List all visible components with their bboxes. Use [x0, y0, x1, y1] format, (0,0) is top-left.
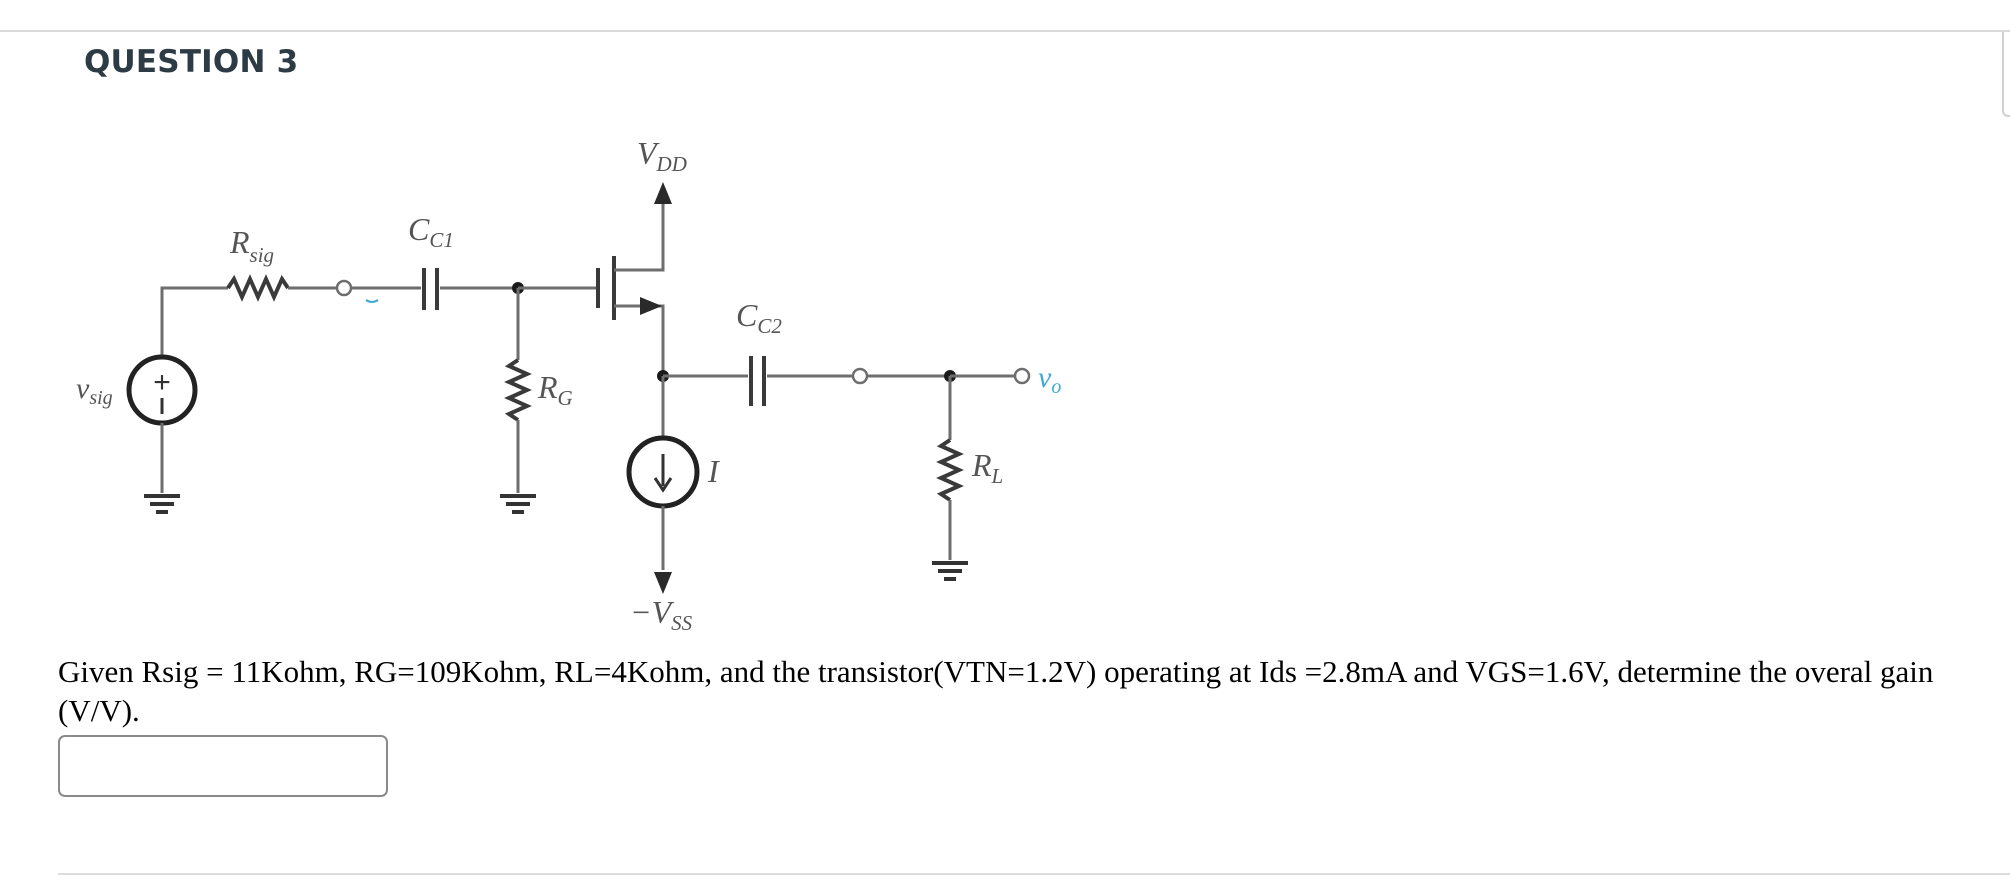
- rl-label: RL: [971, 447, 1003, 488]
- rsig-label: Rsig: [229, 224, 274, 267]
- top-divider: [0, 30, 2010, 32]
- cc1-label: CC1: [408, 211, 454, 252]
- source-arrow-icon: [640, 297, 662, 315]
- nmos-transistor-icon: [596, 182, 672, 376]
- answer-input[interactable]: [58, 735, 388, 797]
- output-terminal-icon: [851, 367, 869, 385]
- current-label: I: [707, 453, 720, 489]
- ground-icon: [144, 494, 180, 514]
- vo-terminal-icon: [1013, 367, 1031, 385]
- wire-source-top: [160, 286, 228, 357]
- circuit-diagram: +: [76, 135, 1061, 635]
- question-text: Given Rsig = 11Kohm, RG=109Kohm, RL=4Koh…: [58, 654, 1934, 728]
- input-terminal-icon: [335, 279, 353, 297]
- wire-source: [614, 304, 665, 376]
- output-branch: [626, 356, 1031, 594]
- rg-label: RG: [537, 369, 573, 410]
- ground-icon: [932, 561, 968, 581]
- rg-resistor-icon: [504, 358, 532, 422]
- terminal-mark: [365, 299, 379, 303]
- vss-label: −VSS: [630, 594, 693, 635]
- vss-arrow-icon: [654, 572, 672, 594]
- bottom-divider: [58, 873, 2010, 875]
- cc2-label: CC2: [736, 297, 782, 338]
- rsig-resistor-icon: [226, 274, 290, 302]
- signal-source-branch: +: [126, 268, 596, 514]
- scroll-edge: [2002, 32, 2010, 117]
- rg-branch: [500, 288, 536, 514]
- ground-icon: [500, 494, 536, 514]
- vdd-arrow-icon: [654, 182, 672, 204]
- vsig-label: vsig: [76, 372, 113, 409]
- question-title: QUESTION 3: [84, 44, 299, 80]
- vo-label: vo: [1038, 361, 1061, 398]
- svg-text:+: +: [153, 366, 171, 399]
- vdd-label: VDD: [637, 135, 687, 176]
- rl-resistor-icon: [936, 438, 964, 502]
- wire-drain: [614, 206, 665, 272]
